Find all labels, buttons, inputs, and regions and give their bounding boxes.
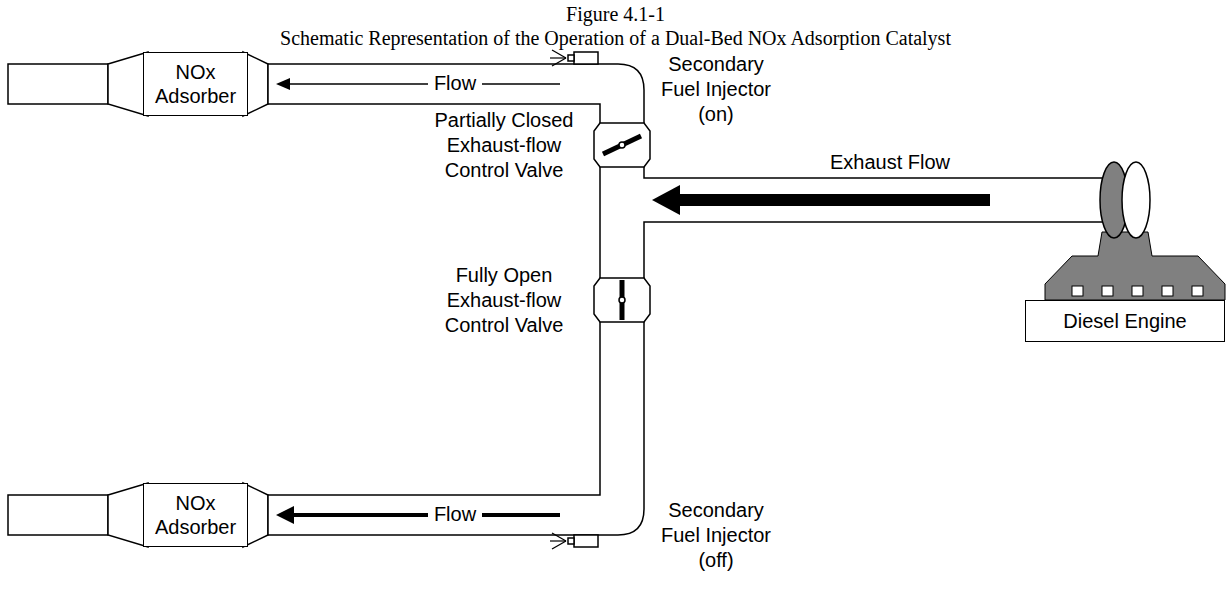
spray-line <box>552 533 566 541</box>
valve-plate <box>603 136 641 154</box>
outlet-pipe <box>8 64 108 104</box>
adsorber-box: NOx Adsorber <box>143 52 248 116</box>
valve-plate <box>620 280 625 320</box>
flow-label: Flow <box>428 502 482 527</box>
arrow-head <box>276 78 290 90</box>
exhaust-pipe <box>268 64 1108 535</box>
engine-port <box>1162 286 1173 296</box>
engine-label-box: Diesel Engine <box>1025 300 1225 342</box>
turbocharger <box>1122 162 1150 238</box>
box-text: NOx Adsorber <box>144 491 247 539</box>
engine-port <box>1102 286 1113 296</box>
fuel-injector <box>574 52 598 64</box>
figure-title: Figure 4.1-1 <box>0 2 1231 26</box>
outlet-cone <box>108 483 148 547</box>
adsorber-box: NOx Adsorber <box>143 483 248 547</box>
spray-line <box>552 541 566 549</box>
flow-arrow <box>288 83 560 85</box>
exhaust-arrow <box>676 194 990 206</box>
valve-pivot <box>619 297 625 303</box>
injector-nozzle <box>568 538 574 544</box>
engine-port <box>1192 286 1203 296</box>
valve-housing <box>594 278 650 322</box>
box-text: NOx Adsorber <box>144 60 247 108</box>
flow-label: Flow <box>428 71 482 96</box>
engine-port <box>1132 286 1143 296</box>
engine-block <box>1045 232 1225 300</box>
arrow-head <box>276 506 294 524</box>
arrow-head <box>652 185 680 215</box>
valve-label: Partially Closed Exhaust-flow Control Va… <box>420 108 588 183</box>
injector-label: Secondary Fuel Injector (off) <box>652 498 780 573</box>
engine-port <box>1072 286 1083 296</box>
valve-pivot <box>619 142 625 148</box>
figure-caption: Schematic Representation of the Operatio… <box>0 26 1231 50</box>
spray-line <box>552 50 566 58</box>
spray-line <box>552 58 566 66</box>
outlet-cone <box>108 52 148 116</box>
outlet-pipe <box>8 495 108 535</box>
flow-arrow <box>292 513 560 517</box>
injector-label: Secondary Fuel Injector (on) <box>652 52 780 127</box>
valve-housing <box>594 123 650 167</box>
spray-line <box>550 540 566 541</box>
fuel-injector <box>574 535 598 547</box>
valve-label: Fully Open Exhaust-flow Control Valve <box>420 263 588 338</box>
box-text: Diesel Engine <box>1063 309 1186 333</box>
flow-label: Exhaust Flow <box>810 150 970 175</box>
injector-nozzle <box>568 55 574 61</box>
spray-line <box>550 57 566 58</box>
